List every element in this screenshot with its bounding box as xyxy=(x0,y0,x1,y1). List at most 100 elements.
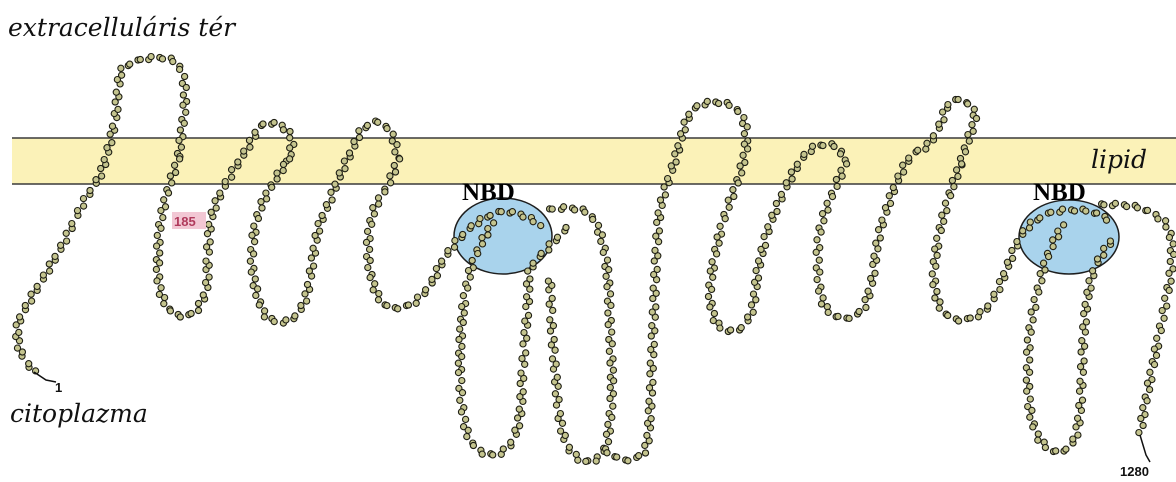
amino-acid-bead xyxy=(1168,278,1174,284)
amino-acid-bead xyxy=(162,295,168,301)
amino-acid-bead xyxy=(1059,206,1065,212)
amino-acid-bead xyxy=(1028,309,1034,315)
amino-acid-bead xyxy=(605,310,611,316)
amino-acid-bead xyxy=(865,288,871,294)
amino-acid-bead xyxy=(172,162,178,168)
amino-acid-bead xyxy=(1090,268,1096,274)
amino-acid-bead xyxy=(1138,415,1144,421)
amino-acid-bead xyxy=(248,269,254,275)
amino-acid-bead xyxy=(319,212,325,218)
amino-acid-bead xyxy=(816,288,822,294)
amino-acid-bead xyxy=(1075,415,1081,421)
amino-acid-bead xyxy=(614,454,620,460)
amino-acid-bead xyxy=(583,458,589,464)
amino-acid-bead xyxy=(246,137,252,143)
amino-acid-bead xyxy=(1041,260,1047,266)
amino-acid-bead xyxy=(1094,256,1100,262)
amino-acid-bead xyxy=(1140,422,1146,428)
amino-acid-bead xyxy=(939,212,945,218)
amino-acid-bead xyxy=(716,240,722,246)
amino-acid-bead xyxy=(965,132,971,138)
amino-acid-bead xyxy=(520,214,526,220)
amino-acid-bead xyxy=(837,151,843,157)
amino-acid-bead xyxy=(414,294,420,300)
amino-acid-bead xyxy=(735,108,741,114)
amino-acid-bead xyxy=(755,275,761,281)
amino-acid-bead xyxy=(739,170,745,176)
residue-185-label: 185 xyxy=(174,214,196,229)
amino-acid-bead xyxy=(519,356,525,362)
amino-acid-bead xyxy=(1037,215,1043,221)
amino-acid-bead xyxy=(119,72,125,78)
amino-acid-bead xyxy=(40,272,46,278)
amino-acid-bead xyxy=(582,209,588,215)
amino-acid-bead xyxy=(605,439,611,445)
amino-acid-bead xyxy=(750,309,756,315)
amino-acid-bead xyxy=(556,397,562,403)
amino-acid-bead xyxy=(280,127,286,133)
amino-acid-bead xyxy=(181,120,187,126)
amino-acid-bead xyxy=(924,140,930,146)
amino-acid-bead xyxy=(945,312,951,318)
amino-acid-bead xyxy=(789,176,795,182)
amino-acid-bead xyxy=(154,278,160,284)
amino-acid-bead xyxy=(761,234,767,240)
residue-1-label: 1 xyxy=(55,380,62,395)
amino-acid-bead xyxy=(873,240,879,246)
amino-acid-bead xyxy=(649,323,655,329)
amino-acid-bead xyxy=(1088,285,1094,291)
amino-acid-bead xyxy=(457,326,463,332)
amino-acid-bead xyxy=(1082,301,1088,307)
amino-acid-bead xyxy=(460,319,466,325)
amino-acid-bead xyxy=(682,127,688,133)
amino-acid-bead xyxy=(148,54,154,60)
amino-acid-bead xyxy=(346,150,352,156)
amino-acid-bead xyxy=(251,223,257,229)
amino-acid-bead xyxy=(1029,407,1035,413)
amino-acid-bead xyxy=(423,287,429,293)
amino-acid-bead xyxy=(1101,202,1107,208)
amino-acid-bead xyxy=(527,276,533,282)
amino-acid-bead xyxy=(665,176,671,182)
amino-acid-bead xyxy=(929,271,935,277)
residue-1-tick xyxy=(34,372,56,382)
amino-acid-bead xyxy=(222,179,228,185)
amino-acid-bead xyxy=(391,162,397,168)
amino-acid-bead xyxy=(962,149,968,155)
amino-acid-bead xyxy=(1027,219,1033,225)
amino-acid-bead xyxy=(1124,204,1130,210)
amino-acid-bead xyxy=(516,406,522,412)
amino-acid-bead xyxy=(229,174,235,180)
amino-acid-bead xyxy=(235,159,241,165)
amino-acid-bead xyxy=(647,360,653,366)
amino-acid-bead xyxy=(572,207,578,213)
amino-acid-bead xyxy=(607,384,613,390)
amino-acid-bead xyxy=(606,348,612,354)
amino-acid-bead xyxy=(573,451,579,457)
amino-acid-bead xyxy=(247,144,253,150)
amino-acid-bead xyxy=(525,268,531,274)
amino-acid-bead xyxy=(818,229,824,235)
amino-acid-bead xyxy=(93,177,99,183)
amino-acid-bead xyxy=(949,177,955,183)
amino-acid-bead xyxy=(558,428,564,434)
amino-acid-bead xyxy=(459,378,465,384)
lipid-label: lipid xyxy=(1091,145,1147,174)
amino-acid-bead xyxy=(1071,208,1077,214)
amino-acid-bead xyxy=(283,317,289,323)
amino-acid-bead xyxy=(451,244,457,250)
amino-acid-bead xyxy=(714,251,720,257)
amino-acid-bead xyxy=(969,122,975,128)
amino-acid-bead xyxy=(820,211,826,217)
amino-acid-bead xyxy=(356,128,362,134)
amino-acid-bead xyxy=(203,258,209,264)
amino-acid-bead xyxy=(604,257,610,263)
amino-acid-bead xyxy=(287,145,293,151)
amino-acid-bead xyxy=(877,235,883,241)
amino-acid-bead xyxy=(1147,387,1153,393)
amino-acid-bead xyxy=(118,65,124,71)
amino-acid-bead xyxy=(229,167,235,173)
amino-acid-bead xyxy=(1024,337,1030,343)
amino-acid-bead xyxy=(176,137,182,143)
amino-acid-bead xyxy=(644,432,650,438)
